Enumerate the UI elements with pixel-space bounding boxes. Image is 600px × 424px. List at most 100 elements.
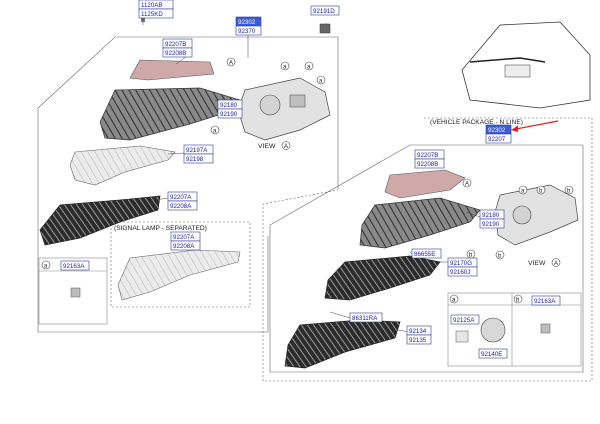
callout-92163a-right[interactable]: 92163A [531,295,561,306]
callout-92208a-signal[interactable]: 92208A [170,240,201,251]
callout-92208a[interactable]: 92208A [167,200,198,211]
svg-text:92140E: 92140E [481,351,502,358]
svg-text:b: b [516,298,520,304]
svg-text:92198: 92198 [186,156,204,163]
svg-text:86655E: 86655E [414,251,435,258]
callout-92208b[interactable]: 92208B [162,47,193,58]
svg-text:92207A: 92207A [170,194,192,201]
marker-b-3: b [466,249,476,259]
callout-86655e[interactable]: 86655E [411,248,442,259]
callout-92160j[interactable]: 92160J [447,266,478,277]
svg-text:a: a [283,65,287,71]
right-accessory-box [447,292,582,367]
marker-b-1: b [536,185,546,195]
callout-92197a[interactable]: 92197A [183,144,214,155]
view-a-marker-right: A [462,178,472,188]
callout-92207-nline[interactable]: 92207 [485,133,512,144]
callout-92198[interactable]: 92198 [183,153,214,164]
svg-text:92160J: 92160J [450,269,470,276]
svg-text:92163A: 92163A [534,298,556,305]
svg-text:VIEW: VIEW [528,260,546,267]
callout-92190[interactable]: 92190 [217,108,243,119]
svg-text:92302: 92302 [488,127,506,134]
callout-92302[interactable]: 92302 [235,16,262,27]
svg-text:92163A: 92163A [63,263,85,270]
callout-92207a[interactable]: 92207A [167,191,198,202]
svg-text:a: a [44,264,48,270]
callout-92190-nline[interactable]: 92190 [479,218,505,229]
signal-lamp-box [110,221,251,308]
svg-text:a: a [319,79,323,85]
svg-text:92180: 92180 [482,212,500,219]
highlight-arrow [511,120,559,132]
svg-text:1125KD: 1125KD [141,11,163,18]
callout-1125kd[interactable]: 1125KD [138,8,174,19]
marker-a-5: a [518,185,528,195]
svg-text:a: a [452,298,456,304]
view-a-label-right: VIEW A [528,258,561,267]
n-line-upper-trim [384,169,466,199]
svg-text:b: b [469,253,473,259]
marker-a-4: a [210,125,220,135]
n-line-middle-grille [324,255,441,301]
callout-92125a[interactable]: 92125A [450,314,480,325]
callout-92134[interactable]: 92134 [406,325,432,336]
svg-text:92208B: 92208B [165,50,186,57]
callout-92135[interactable]: 92135 [406,334,432,345]
callout-92207a-signal[interactable]: 92207A [170,231,201,242]
svg-text:92208A: 92208A [170,203,192,210]
svg-text:b: b [567,189,571,195]
callout-92302-nline[interactable]: 92302 [485,124,512,135]
svg-text:92207B: 92207B [165,41,186,48]
clip-part-icon [70,287,81,298]
marker-b-4: b [495,250,505,260]
callout-92180-nline[interactable]: 92180 [479,209,505,220]
svg-text:1120AB: 1120AB [141,2,163,9]
svg-text:92170G: 92170G [450,260,472,267]
upper-trim-strip [129,59,215,81]
svg-text:a: a [521,189,525,195]
svg-text:A: A [229,61,233,67]
svg-text:92134: 92134 [409,328,427,335]
callout-92208b-nline[interactable]: 92208B [414,158,445,169]
callout-92207b-nline[interactable]: 92207B [414,149,445,160]
callout-92163a-left[interactable]: 92163A [60,260,90,271]
callout-1120ab[interactable]: 1120AB [138,0,174,10]
marker-a-left-box: a [41,260,51,270]
svg-text:A: A [465,182,469,188]
svg-text:92207: 92207 [488,136,506,143]
callout-92370[interactable]: 92370 [235,25,262,36]
n-line-frame [262,117,593,382]
svg-text:92191D: 92191D [313,8,335,15]
svg-text:a: a [307,65,311,71]
svg-text:A: A [554,261,558,267]
svg-text:VIEW: VIEW [258,143,276,150]
callout-92207b[interactable]: 92207B [162,38,193,49]
drl-lens [69,145,176,186]
marker-b-2: b [564,185,574,195]
callout-92180[interactable]: 92180 [217,99,243,110]
svg-text:a: a [213,129,217,135]
svg-text:92197A: 92197A [186,147,208,154]
svg-text:92125A: 92125A [453,317,475,324]
callout-92170g[interactable]: 92170G [447,257,478,268]
headlamp-housing [237,77,331,141]
marker-a-1: a [280,61,290,71]
vehicle-thumbnail [461,21,591,109]
view-a-marker-left: A [226,57,236,67]
n-line-lower-grille [284,319,401,369]
signal-lamp-note: (SIGNAL LAMP - SEPARATED) [114,225,207,232]
n-line-upper-grille [359,197,481,249]
n-line-sensor-parts [455,317,551,343]
callout-92191d[interactable]: 92191D [310,5,340,16]
svg-text:b: b [539,189,543,195]
svg-text:92180: 92180 [220,102,238,109]
upper-grille [99,87,241,141]
svg-text:92190: 92190 [220,111,238,118]
callout-92140e[interactable]: 92140E [478,348,508,359]
marker-b-right-box: b [513,294,523,304]
view-a-label-left: VIEW A [258,141,291,150]
lower-grille [39,195,161,246]
callout-86311ra[interactable]: 86311RA [349,312,383,323]
